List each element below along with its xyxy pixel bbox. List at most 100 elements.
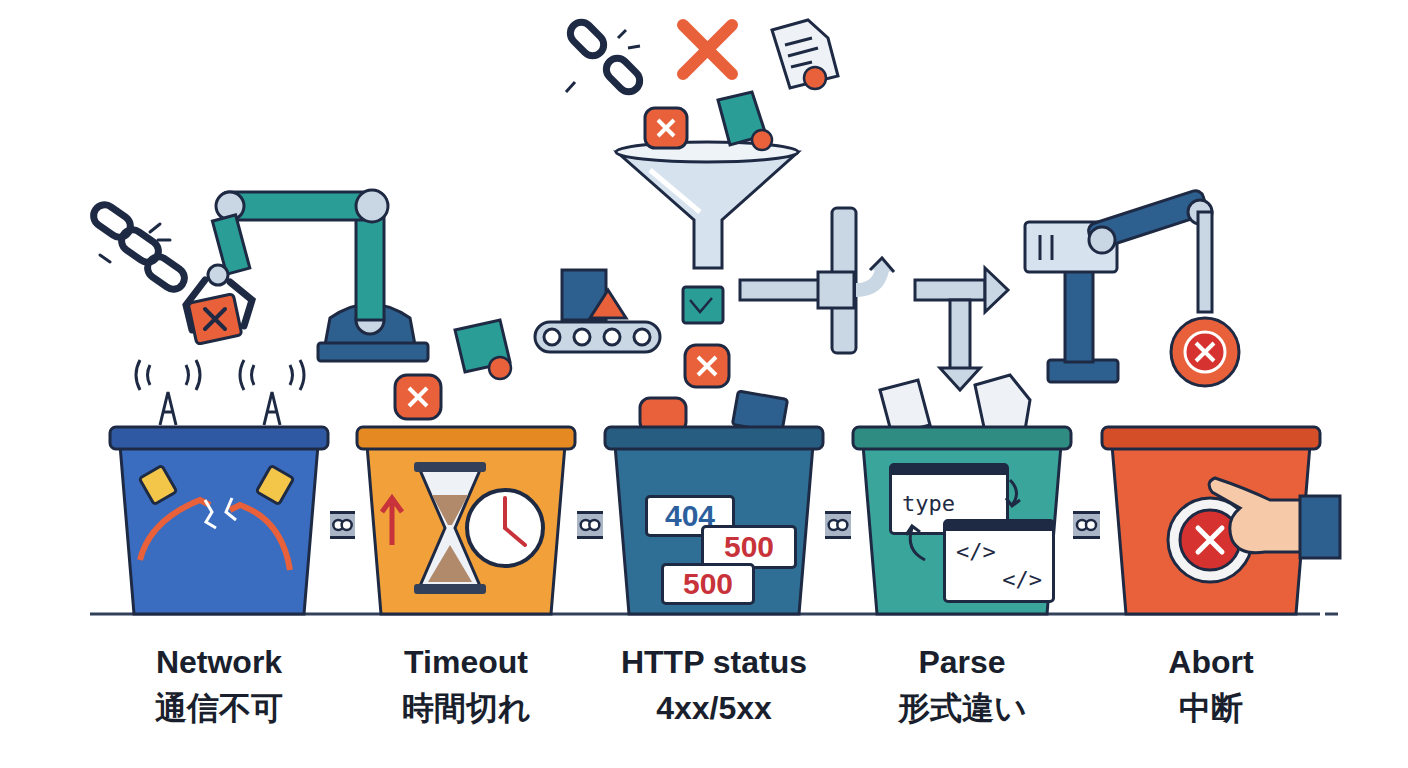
conveyor-outline — [1073, 511, 1100, 539]
bin-body — [615, 445, 813, 614]
robot-arm — [205, 309, 225, 329]
bin-shape — [108, 425, 330, 617]
mini-conveyor — [535, 322, 660, 352]
broken-chain — [89, 201, 188, 294]
robot-arm — [1025, 189, 1239, 386]
broken-cable — [256, 466, 294, 505]
cycle-arrow — [1006, 480, 1020, 506]
mini-conveyor — [634, 329, 650, 345]
hourglass-icon — [505, 498, 525, 545]
robot-arm — [208, 265, 228, 285]
antenna-icon — [136, 360, 200, 390]
funnel — [616, 142, 798, 268]
stop-button — [1198, 528, 1222, 552]
broken-cable — [230, 505, 290, 570]
code-text: </> — [956, 566, 1042, 594]
mini-conveyor — [535, 270, 660, 352]
conveyor-outline — [330, 511, 355, 539]
conveyor-belt — [825, 514, 851, 536]
falling-items — [683, 287, 723, 323]
conveyor-link — [825, 520, 851, 530]
bin-node: Timeout時間切れ — [355, 425, 577, 725]
robot-arm — [1025, 222, 1117, 272]
conveyor-rivet — [342, 520, 352, 530]
mini-conveyor — [604, 329, 620, 345]
bin-subheading: 時間切れ — [325, 689, 607, 727]
broken-chain — [100, 255, 110, 262]
robot-arm — [318, 343, 428, 361]
conveyor-rivet — [1086, 520, 1096, 530]
robot-arm — [186, 190, 428, 361]
conveyor-link — [577, 520, 603, 530]
conveyor-belt — [330, 514, 355, 536]
broken-cable — [139, 466, 177, 505]
falling-items — [645, 108, 687, 148]
broken-chain — [89, 201, 134, 242]
stop-button — [1168, 498, 1252, 582]
document-icon — [772, 20, 838, 88]
red-x — [683, 25, 732, 74]
hourglass-icon — [414, 462, 486, 472]
document-icon — [975, 375, 1030, 432]
routing-pipes — [870, 258, 894, 272]
bin-node: Network通信不可 — [108, 425, 330, 725]
code-text: type — [902, 490, 996, 518]
hourglass-icon — [467, 490, 543, 566]
falling-items — [658, 120, 674, 136]
bin-subheading: 通信不可 — [78, 689, 360, 727]
antenna-icon — [160, 392, 176, 425]
broken-chain — [143, 253, 188, 294]
hand-icon — [1300, 496, 1340, 558]
hourglass-icon — [432, 495, 468, 525]
routing-pipes — [818, 272, 854, 308]
code-window: </></> — [943, 519, 1055, 603]
falling-items — [698, 357, 716, 375]
hourglass-icon — [428, 545, 472, 582]
falling-items — [690, 298, 712, 312]
robot-arm — [1198, 212, 1212, 312]
robot-arm — [356, 190, 388, 222]
robot-arm — [1065, 270, 1093, 362]
funnel — [650, 170, 700, 212]
hourglass-icon — [382, 462, 543, 594]
status-code: 500 — [683, 567, 733, 601]
hand-icon — [1209, 478, 1340, 558]
bin-shape — [1100, 425, 1322, 617]
red-x — [683, 25, 732, 74]
bin-rim — [1102, 427, 1320, 449]
falling-items — [752, 130, 772, 150]
conveyor-belt — [1073, 514, 1100, 536]
antenna-icon — [240, 360, 304, 390]
robot-arm — [1185, 332, 1225, 372]
falling-items — [395, 375, 441, 419]
bin-subheading: 4xx/5xx — [573, 689, 855, 727]
falling-items — [685, 345, 729, 387]
robot-arm — [1171, 318, 1239, 386]
bin-node: Parse形式違いtype</></> — [851, 425, 1073, 725]
broken-cable — [140, 500, 210, 560]
bin-body — [120, 445, 318, 614]
bin-body — [1112, 445, 1310, 614]
bin-heading: Network — [78, 643, 360, 681]
broken-cable — [139, 466, 294, 570]
funnel — [617, 152, 798, 268]
cycle-arrow — [906, 480, 1020, 560]
hourglass-icon — [420, 470, 480, 586]
code-text: </> — [956, 538, 1042, 566]
falling-items — [395, 92, 788, 433]
routing-pipes — [740, 280, 820, 300]
bin-heading: Parse — [821, 643, 1103, 681]
conveyor-rivet — [589, 520, 599, 530]
bin-subheading: 中断 — [1070, 689, 1352, 727]
robot-arm — [1089, 227, 1115, 253]
robot-arm — [1040, 235, 1052, 260]
routing-pipes — [740, 208, 1008, 390]
bin-node: HTTP status4xx/5xx404500500 — [603, 425, 825, 725]
conveyor-rivet — [837, 520, 847, 530]
document-icon — [785, 38, 818, 67]
cycle-arrow — [906, 526, 925, 560]
chain-icon — [566, 18, 608, 60]
bin-body — [367, 445, 565, 614]
antenna-icon — [264, 392, 280, 425]
mini-conveyor — [574, 329, 590, 345]
